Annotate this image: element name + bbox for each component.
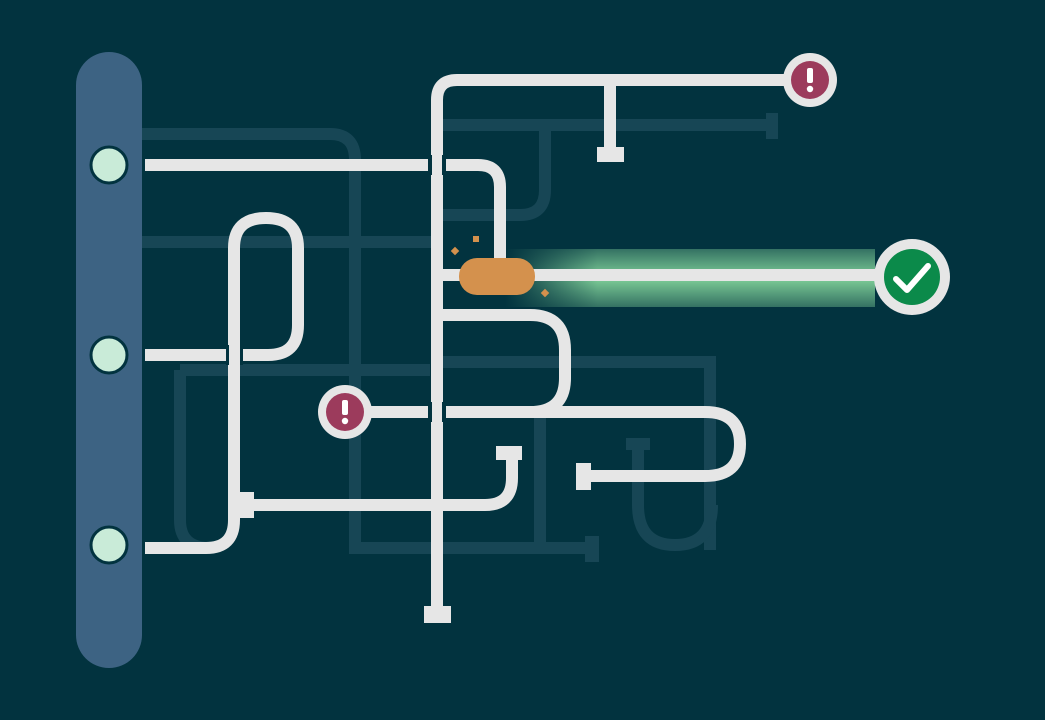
pipe-error-2	[368, 406, 747, 482]
input-node-2[interactable]	[89, 335, 129, 375]
blockage	[450, 236, 550, 298]
pipe-lower-branch	[240, 454, 518, 511]
exclamation-icon	[806, 68, 814, 93]
pipe-main-trunk	[431, 74, 795, 612]
blockage-capsule	[459, 258, 535, 295]
exclamation-icon	[341, 400, 349, 425]
input-nodes	[89, 145, 129, 565]
spark	[450, 246, 460, 256]
error-indicator-middle[interactable]	[318, 385, 372, 439]
pipe-caps	[236, 147, 624, 623]
pipe-input-2	[145, 211, 304, 554]
check-icon	[893, 263, 931, 293]
pipe-crossing-gaps	[226, 155, 446, 422]
pipe-input-1	[145, 159, 506, 262]
error-indicator-top[interactable]	[783, 53, 837, 107]
input-node-1[interactable]	[89, 145, 129, 185]
success-indicator[interactable]	[874, 239, 950, 315]
pipes	[145, 74, 880, 612]
input-node-3[interactable]	[89, 525, 129, 565]
spark	[473, 236, 479, 242]
spark	[540, 288, 550, 298]
